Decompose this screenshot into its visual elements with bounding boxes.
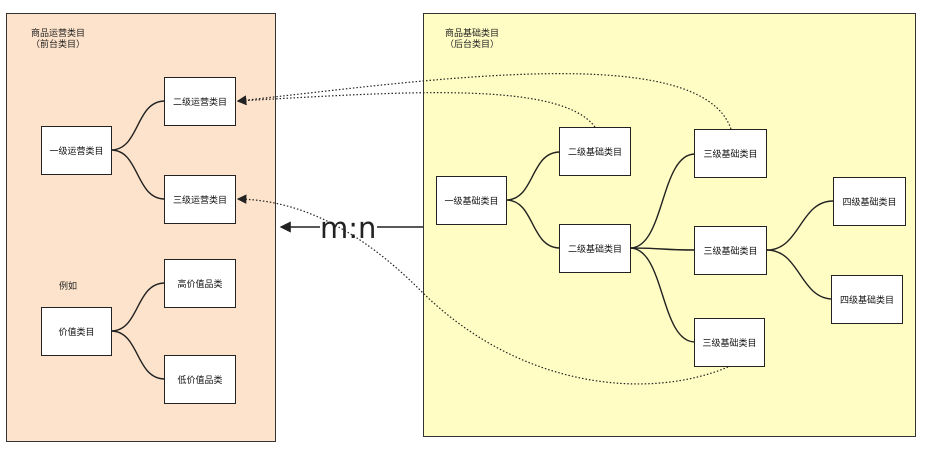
base-category-level3-c[interactable]: 三级基础类目 xyxy=(694,318,765,367)
base-category-level1[interactable]: 一级基础类目 xyxy=(436,176,507,225)
backend-panel-title: 商品基础类目 （后台类目） xyxy=(436,29,508,51)
base-category-level4-b[interactable]: 四级基础类目 xyxy=(831,275,903,324)
edge-op1-op3 xyxy=(110,149,166,200)
edge-b3b-b4b xyxy=(766,249,834,300)
edge-b2b-b3a xyxy=(629,153,696,249)
edge-value-high xyxy=(110,282,166,332)
value-category-node[interactable]: 价值类目 xyxy=(41,307,112,356)
base-category-level4-a[interactable]: 四级基础类目 xyxy=(833,177,906,226)
operation-category-level2[interactable]: 二级运营类目 xyxy=(164,77,236,126)
frontend-panel-title-line2: （前台类目） xyxy=(30,40,85,50)
base-category-level2-b[interactable]: 二级基础类目 xyxy=(559,224,631,273)
operation-category-level1[interactable]: 一级运营类目 xyxy=(41,126,112,175)
edge-op1-op2 xyxy=(110,100,166,151)
low-value-category-node[interactable]: 低价值品类 xyxy=(164,355,236,404)
edge-b1-b2a xyxy=(505,151,561,201)
frontend-panel-title-line1: 商品运营类目 xyxy=(30,29,85,39)
backend-panel-title-line1: 商品基础类目 xyxy=(444,29,499,39)
edge-b1-b2b xyxy=(505,199,561,249)
base-category-level3-b[interactable]: 三级基础类目 xyxy=(694,226,767,275)
high-value-category-node[interactable]: 高价值品类 xyxy=(164,259,236,308)
frontend-panel-title: 商品运营类目 （前台类目） xyxy=(22,29,94,51)
mapping-b3a-to-op2 xyxy=(236,73,732,130)
edge-b3b-b4a xyxy=(766,200,834,251)
edge-b2b-b3c xyxy=(629,247,696,343)
mapping-b2a-to-op2 xyxy=(236,92,596,128)
base-category-level2-a[interactable]: 二级基础类目 xyxy=(559,127,631,176)
relation-label: m:n xyxy=(320,211,377,245)
edge-b2b-b3b xyxy=(629,247,696,251)
backend-panel-title-line2: （后台类目） xyxy=(444,40,499,50)
example-label: 例如 xyxy=(59,282,78,292)
base-category-level3-a[interactable]: 三级基础类目 xyxy=(694,129,767,178)
edge-value-low xyxy=(110,330,166,380)
operation-category-level3[interactable]: 三级运营类目 xyxy=(164,175,236,224)
mapping-b3c-to-op3 xyxy=(236,194,729,385)
